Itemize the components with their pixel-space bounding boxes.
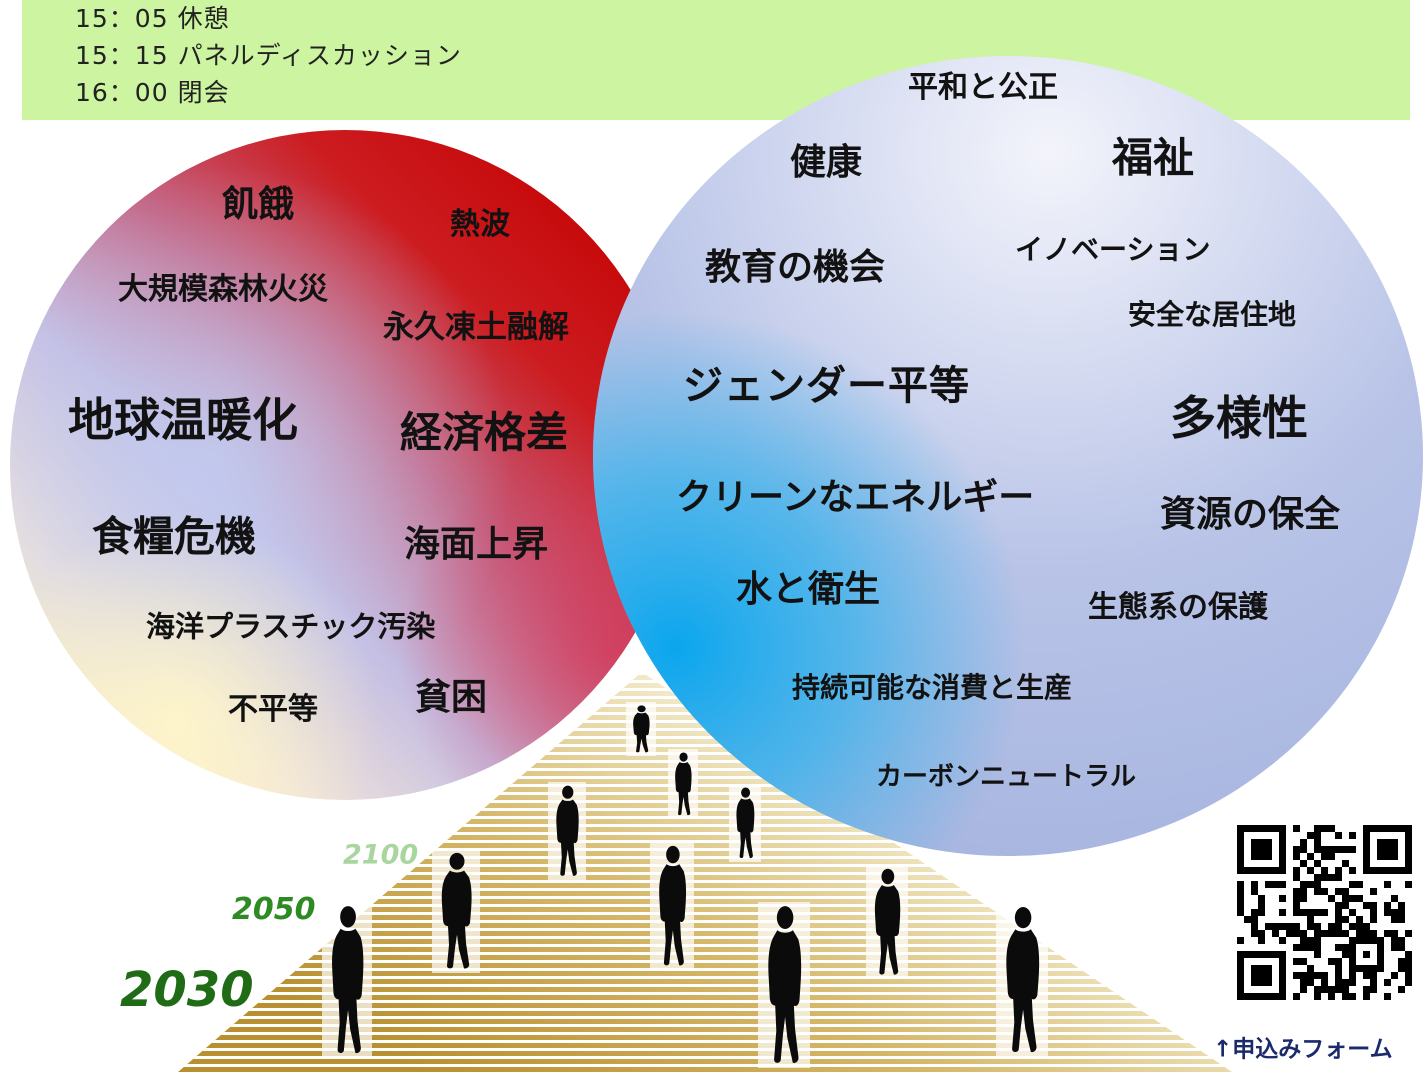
schedule-time: 15：15 [75, 41, 169, 70]
challenges-circle [10, 130, 680, 800]
challenge-sea-level-rise: 海面上昇 [404, 524, 549, 565]
challenge-inequality: 不平等 [228, 692, 318, 727]
schedule-time: 15：05 [75, 4, 169, 33]
schedule-list: 15：05 休憩 15：15 パネルディスカッション 16：00 閉会 [75, 0, 462, 111]
challenge-poverty: 貧困 [415, 677, 488, 718]
year-2030: 2030 [120, 962, 254, 1018]
person-silhouette [866, 865, 908, 979]
goal-clean-energy: クリーンなエネルギー [676, 477, 1035, 518]
schedule-item-closing: 16：00 閉会 [75, 74, 462, 111]
year-2050: 2050 [232, 892, 316, 927]
challenge-food-crisis: 食糧危機 [92, 512, 256, 561]
goals-circle-glow [593, 56, 1423, 856]
goal-water-sanitation: 水と衛生 [736, 569, 881, 610]
goals-circle [593, 56, 1423, 856]
goal-gender-equality: ジェンダー平等 [683, 363, 970, 409]
challenge-economic-gap: 経済格差 [400, 408, 569, 457]
year-2100: 2100 [343, 839, 419, 871]
person-silhouette [322, 902, 372, 1058]
person-silhouette [996, 903, 1048, 1057]
challenge-hunger: 飢餓 [222, 184, 295, 225]
people-layer [322, 702, 1048, 1068]
goal-peace-justice: 平和と公正 [908, 70, 1058, 105]
person-silhouette [548, 782, 586, 880]
challenge-permafrost-thaw: 永久凍土融解 [383, 309, 569, 346]
person-silhouette [432, 849, 480, 973]
person-silhouette [758, 902, 810, 1068]
challenge-ocean-plastic: 海洋プラスチック汚染 [146, 609, 436, 644]
person-silhouette [729, 784, 761, 862]
goal-diversity: 多様性 [1170, 391, 1308, 445]
challenges-circle-light [10, 130, 680, 800]
schedule-time: 16：00 [75, 78, 169, 107]
person-silhouette [668, 749, 698, 819]
goal-resource-conservation: 資源の保全 [1160, 494, 1341, 535]
person-silhouette [650, 842, 694, 970]
goal-education: 教育の機会 [705, 247, 886, 288]
goal-welfare: 福祉 [1112, 133, 1194, 182]
schedule-item-break: 15：05 休憩 [75, 0, 462, 37]
goal-sustainable-consumption: 持続可能な消費と生産 [792, 671, 1073, 704]
challenge-global-warming: 地球温暖化 [68, 393, 298, 447]
signup-qr-code [1237, 825, 1412, 1000]
qr-code [1237, 825, 1412, 1000]
challenge-wildfire: 大規模森林火災 [118, 272, 328, 307]
goal-ecosystem-protection: 生態系の保護 [1088, 590, 1268, 625]
signup-form-caption: ↑申込みフォーム [1213, 1036, 1393, 1063]
schedule-label: 閉会 [177, 78, 230, 107]
schedule-label: パネルディスカッション [177, 41, 462, 70]
goal-safe-housing: 安全な居住地 [1128, 298, 1297, 331]
schedule-item-panel: 15：15 パネルディスカッション [75, 37, 462, 74]
goal-health: 健康 [790, 142, 863, 183]
goal-innovation: イノベーション [1015, 233, 1211, 266]
person-silhouette [626, 702, 656, 756]
challenge-heatwave: 熱波 [450, 207, 510, 242]
schedule-label: 休憩 [177, 4, 230, 33]
goal-carbon-neutral: カーボンニュートラル [876, 762, 1137, 792]
